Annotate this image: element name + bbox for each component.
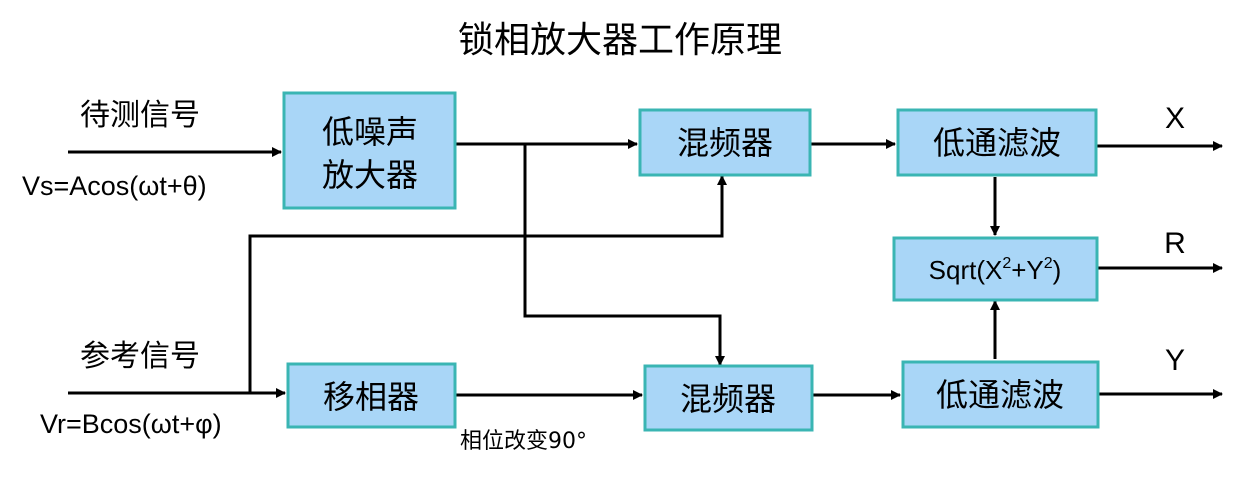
block-lna-rect	[282, 91, 457, 210]
block-magnitude-label: Sqrt(X2+Y2)	[929, 255, 1062, 285]
block-lpf-bottom: 低通滤波	[901, 360, 1100, 429]
block-lpf-top: 低通滤波	[896, 108, 1098, 177]
phase-shift-note: 相位改变90°	[460, 429, 587, 454]
block-mixer-bottom: 混频器	[643, 364, 814, 432]
signal-input-formula: Vs=Acos(ωt+θ)	[22, 171, 207, 201]
output-x-label: X	[1165, 102, 1185, 135]
reference-input-label: 参考信号	[80, 339, 200, 374]
output-y-label: Y	[1165, 344, 1185, 377]
diagram-title: 锁相放大器工作原理	[458, 20, 782, 61]
block-phase-shifter-label: 移相器	[323, 378, 419, 416]
block-lpf-bottom-rect	[901, 360, 1100, 429]
block-lpf-bottom-label: 低通滤波	[936, 376, 1064, 414]
block-lpf-top-label: 低通滤波	[933, 124, 1061, 162]
wire-lna-to-mixer-bottom	[523, 144, 725, 366]
block-lna-line2: 放大器	[322, 156, 418, 194]
block-phase-shifter: 移相器	[286, 362, 457, 429]
block-magnitude-rect	[892, 236, 1099, 302]
block-lna-line1: 低噪声	[322, 113, 418, 151]
reference-input-formula: Vr=Bcos(ωt+φ)	[40, 409, 222, 439]
block-mixer-bottom-rect	[643, 364, 814, 432]
block-mixer-top: 混频器	[638, 108, 812, 177]
block-mixer-bottom-label: 混频器	[680, 380, 776, 418]
block-mixer-top-rect	[638, 108, 812, 177]
output-r-label: R	[1164, 227, 1186, 260]
signal-wires	[68, 139, 1223, 400]
block-lna: 低噪声 放大器	[282, 91, 457, 210]
block-mixer-top-label: 混频器	[677, 124, 773, 162]
signal-input-label: 待测信号	[80, 98, 200, 133]
block-lpf-top-rect	[896, 108, 1098, 177]
block-phase-shifter-rect	[286, 362, 457, 429]
block-magnitude: Sqrt(X2+Y2)	[892, 236, 1099, 302]
wire-reference-to-mixer-top	[248, 175, 727, 393]
